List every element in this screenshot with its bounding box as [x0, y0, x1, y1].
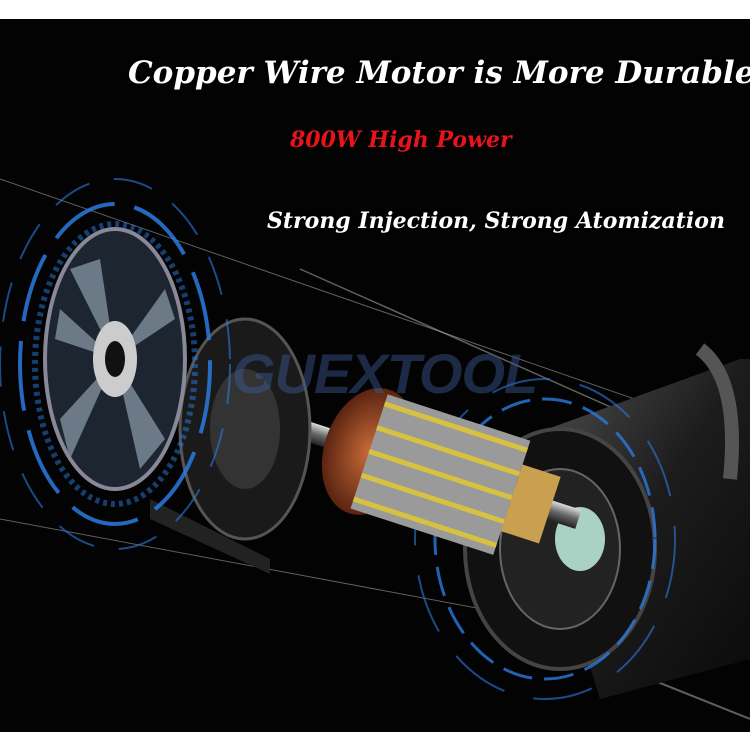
motor-illustration — [0, 178, 750, 720]
watermark: GUEXTOOL — [232, 342, 538, 405]
fan — [43, 227, 187, 491]
headline: Copper Wire Motor is More Durable — [128, 55, 750, 91]
blue-rings-right — [414, 378, 676, 700]
dark-panel: GUEXTOOL Copper Wire Motor is More Durab… — [0, 19, 750, 732]
feature-label: Strong Injection, Strong Atomization — [267, 208, 725, 234]
power-label: 800W High Power — [290, 127, 512, 153]
armature — [261, 388, 582, 555]
blue-rings-left — [0, 178, 231, 550]
